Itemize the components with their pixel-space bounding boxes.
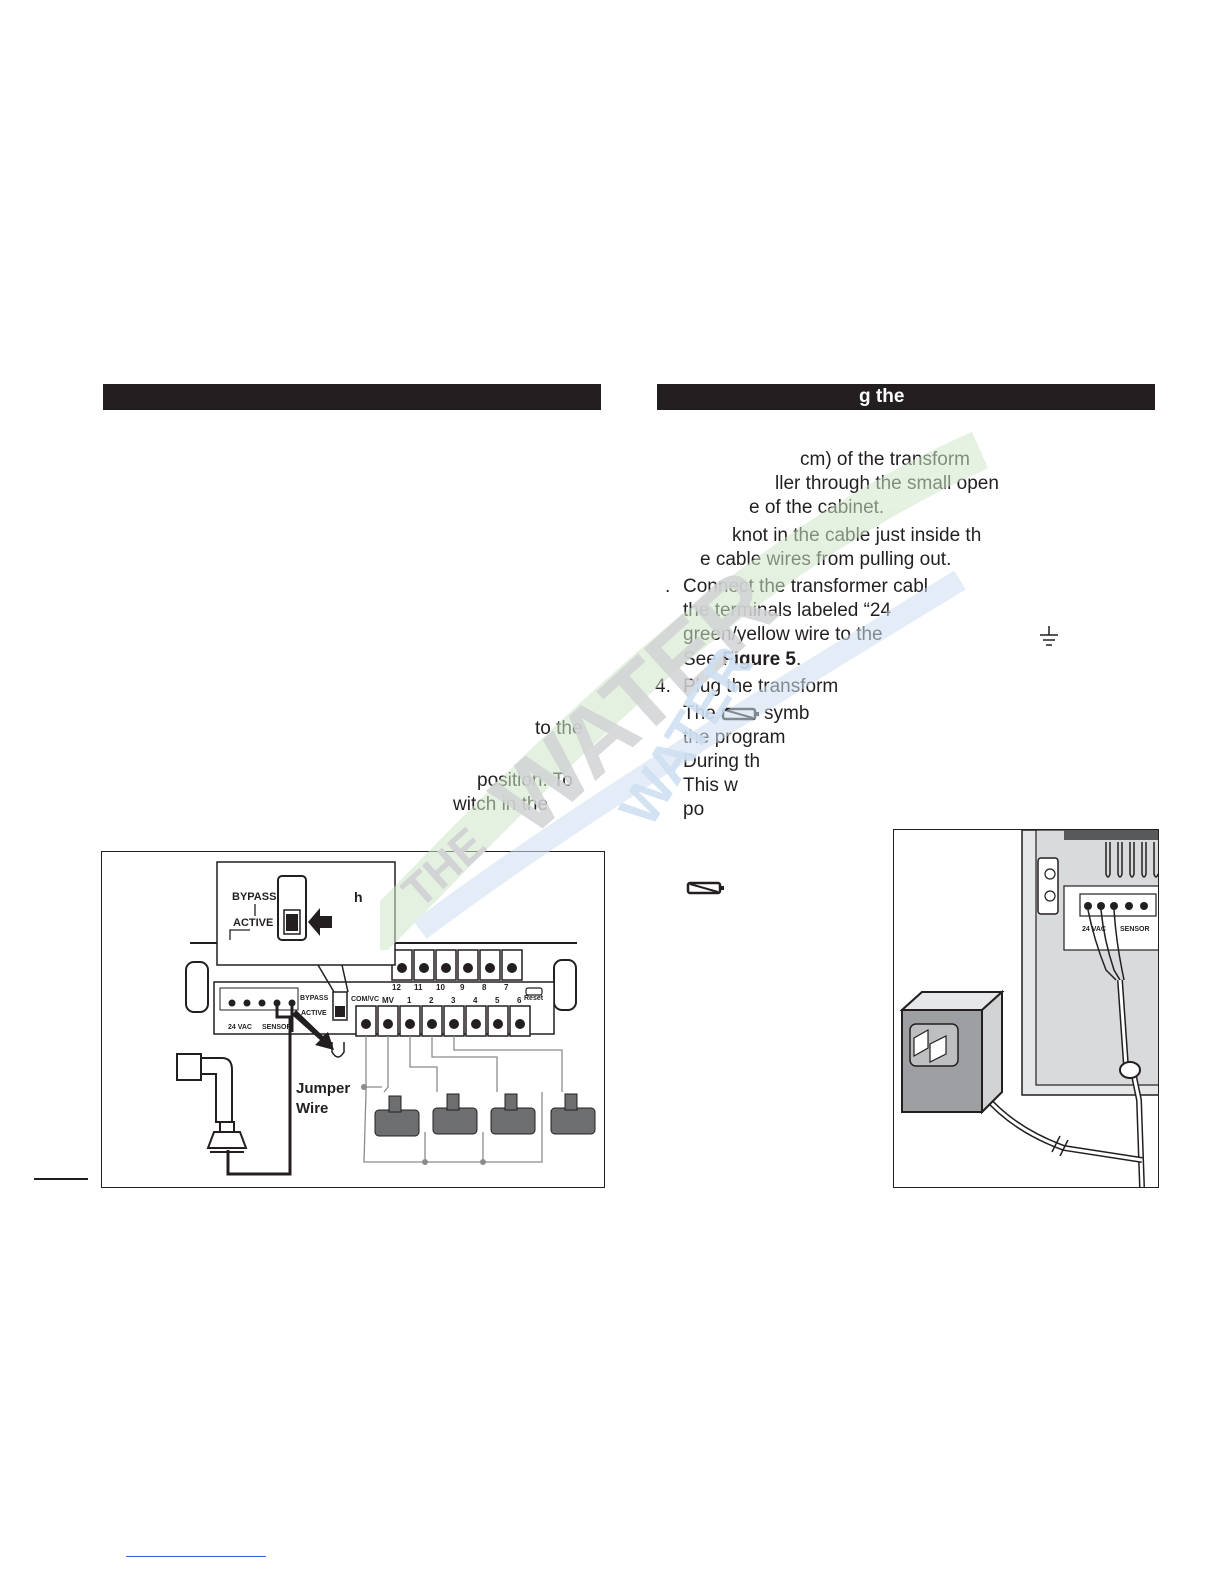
figure-sensor-wiring: BYPASS ACTIVE h 12 11 10 9 8 7 COM/VC MV… bbox=[101, 851, 605, 1188]
see-text: See bbox=[683, 649, 723, 670]
board-active-label: ACTIVE bbox=[301, 1010, 327, 1017]
right-text-line: the terminals labeled “24 bbox=[683, 600, 892, 621]
battery-symbol-icon bbox=[721, 707, 759, 721]
left-text-line: to the bbox=[535, 718, 583, 739]
transformer-drawing bbox=[899, 830, 1158, 1187]
callout-arrow-icon bbox=[308, 908, 332, 936]
right-text-line: During th bbox=[683, 751, 761, 772]
right-text-line: ller through the small open bbox=[775, 473, 999, 494]
right-section-header-text: g the bbox=[859, 386, 905, 407]
right-text-line: e cable wires from pulling out. bbox=[700, 549, 952, 570]
terminal-number: 10 bbox=[436, 983, 445, 992]
left-text-line: witch in the bbox=[453, 794, 549, 815]
right-text-line: symb bbox=[764, 703, 810, 724]
upper-terminal-block bbox=[391, 949, 523, 981]
arrow-icon bbox=[292, 1010, 334, 1050]
terminal-number: 6 bbox=[517, 996, 522, 1005]
terminal-number: MV bbox=[382, 996, 394, 1005]
wiring-diagram-drawing bbox=[176, 861, 596, 1176]
right-section-header-bar: g the bbox=[657, 384, 1155, 410]
vac-label: 24 VAC bbox=[228, 1024, 252, 1031]
callout-fragment: h bbox=[354, 889, 363, 905]
step-number: . bbox=[665, 576, 671, 597]
wire-label: Wire bbox=[296, 1100, 329, 1117]
cable-knot bbox=[1119, 1061, 1141, 1079]
terminal-number: 9 bbox=[460, 983, 465, 992]
right-text-line: cm) of the transform bbox=[800, 449, 970, 470]
jumper-wire-loop bbox=[331, 1042, 345, 1058]
vac-label: 24 VAC bbox=[1082, 926, 1106, 933]
right-text-line: Connect the transformer cabl bbox=[683, 576, 929, 597]
terminal-number: 12 bbox=[392, 983, 401, 992]
terminal-number: 11 bbox=[414, 983, 423, 992]
terminal-number: 5 bbox=[495, 996, 500, 1005]
figure-reference: Figure 5 bbox=[722, 649, 796, 670]
right-text-line: knot in the cable just inside th bbox=[732, 525, 982, 546]
short-rule bbox=[34, 1178, 88, 1180]
sensor-label: SENSOR bbox=[1120, 926, 1150, 933]
step-number: 4. bbox=[655, 676, 671, 697]
terminal-number: 3 bbox=[451, 996, 456, 1005]
valve-wires bbox=[363, 1036, 563, 1163]
terminal-number: 7 bbox=[504, 983, 509, 992]
valve-icons bbox=[374, 1093, 596, 1137]
left-section-header-bar bbox=[103, 384, 601, 410]
terminal-number: COM/VC bbox=[351, 996, 379, 1003]
callout-active-label: ACTIVE bbox=[233, 917, 274, 929]
right-text-line: the program bbox=[683, 727, 786, 748]
terminal-number: 1 bbox=[407, 996, 412, 1005]
terminal-number: 2 bbox=[429, 996, 434, 1005]
right-text-line: po bbox=[683, 799, 705, 820]
battery-symbol-icon bbox=[686, 881, 724, 895]
transformer-icon bbox=[899, 989, 1005, 1115]
right-text-line-the: The bbox=[683, 703, 716, 724]
right-text-line-see: See Figure 5. bbox=[683, 649, 801, 671]
jumper-label: Jumper bbox=[296, 1080, 351, 1097]
sensor-terminal-screws bbox=[228, 999, 296, 1007]
sensor-label: SENSOR bbox=[262, 1024, 292, 1031]
reset-label: Reset bbox=[524, 995, 544, 1002]
right-text-line: Plug the transform bbox=[683, 676, 839, 697]
callout-bypass-label: BYPASS bbox=[232, 891, 277, 903]
board-bypass-label: BYPASS bbox=[300, 995, 329, 1002]
right-text-line: green/yellow wire to the bbox=[683, 624, 883, 645]
terminal-number: 4 bbox=[473, 996, 478, 1005]
figure-transformer-connection: 24 VAC SENSOR bbox=[893, 829, 1159, 1188]
right-text-line: This w bbox=[683, 775, 738, 796]
period: . bbox=[796, 649, 802, 670]
sensor-wires bbox=[226, 1003, 294, 1176]
ground-symbol-icon bbox=[1040, 626, 1058, 646]
terminal-number: 8 bbox=[482, 983, 487, 992]
footer-link-underline bbox=[126, 1556, 266, 1557]
rain-sensor-icon bbox=[176, 1053, 248, 1153]
right-text-line: e of the cabinet. bbox=[749, 497, 885, 518]
left-text-line: position. To bbox=[477, 770, 573, 791]
